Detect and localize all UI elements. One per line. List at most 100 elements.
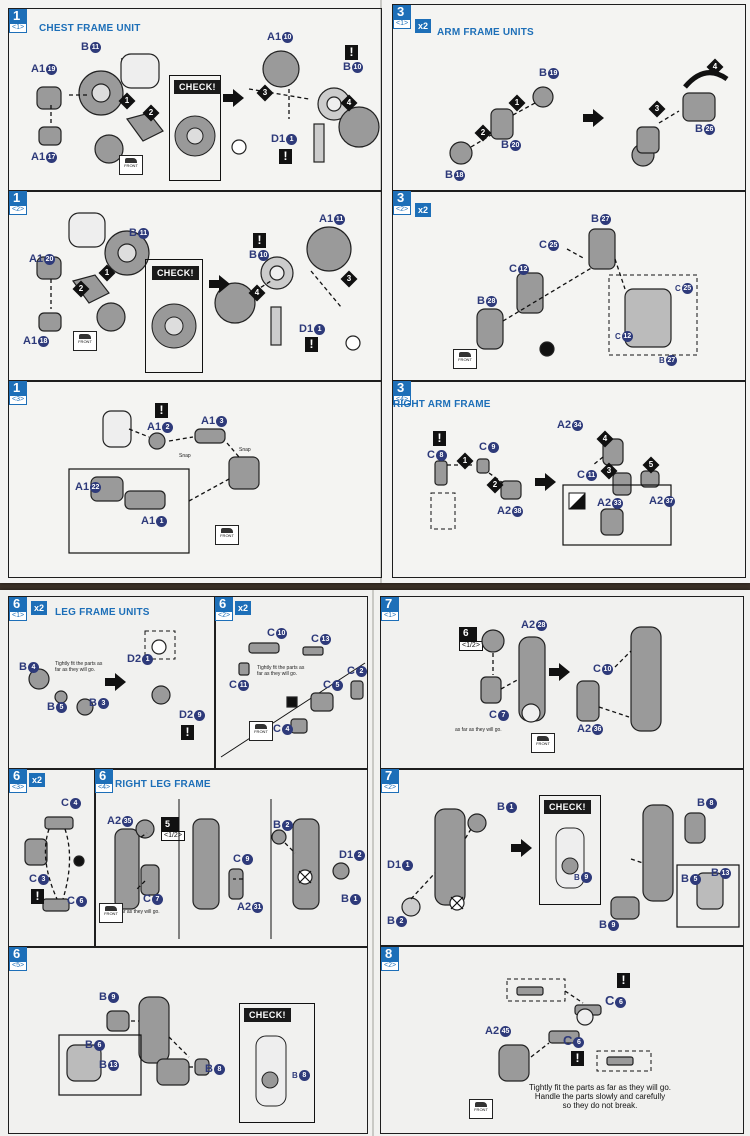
exclamation-icon: ! xyxy=(279,149,292,164)
step-number: 6 xyxy=(215,597,233,611)
parts-illustration xyxy=(449,70,729,167)
tip-text: Tightly fit the parts as far as they wil… xyxy=(257,665,305,677)
step-marker-2: 2 xyxy=(474,124,492,142)
exclamation-icon: ! xyxy=(305,337,318,352)
step-number: 6 xyxy=(95,769,113,783)
chest-assembled-illustration xyxy=(151,303,197,349)
step-marker-1: 1 xyxy=(456,452,474,470)
step-number: 3 xyxy=(393,191,411,205)
step-marker-2: 2 xyxy=(72,280,90,298)
step-sub: <2> xyxy=(381,961,400,971)
check-box: CHECK! xyxy=(145,259,203,373)
step-arrow-icon xyxy=(535,473,556,491)
chest-assembled-illustration xyxy=(174,115,216,157)
step-sub: <1> xyxy=(381,611,400,621)
step-arrow-icon xyxy=(105,673,126,691)
parts-illustration xyxy=(28,630,176,716)
step-badge: 3 <4> xyxy=(393,381,412,405)
leg-assembled-illustration xyxy=(555,827,585,889)
step-marker-5: 5 xyxy=(642,456,660,474)
front-shoe-icon: FRONT xyxy=(215,525,239,545)
x2-badge-icon: x2 xyxy=(29,773,46,787)
check-box: CHECK! xyxy=(169,75,221,181)
exclamation-icon: ! xyxy=(253,233,266,248)
snap-note: Snap xyxy=(239,447,251,453)
step-marker-4: 4 xyxy=(596,430,614,448)
front-shoe-icon: FRONT xyxy=(73,331,97,351)
exclamation-icon: ! xyxy=(31,889,44,904)
step-sub: <4> xyxy=(393,395,412,405)
instruction-sheet-top: 1 <1> CHEST FRAME UNIT CHECK! xyxy=(0,0,750,583)
parts-illustration xyxy=(476,228,698,357)
step-sub: <4> xyxy=(95,783,114,793)
step-marker-1: 1 xyxy=(98,264,116,282)
step-reference: 6 <1/2> xyxy=(459,627,483,651)
step-number: 3 xyxy=(393,381,411,395)
exclamation-icon: ! xyxy=(181,725,194,740)
x2-badge-icon: x2 xyxy=(235,601,252,615)
step-sub: <2> xyxy=(9,205,28,215)
parts-illustration xyxy=(58,996,210,1096)
step-badge: 6 <2> xyxy=(215,597,234,621)
step-number: 3 xyxy=(393,5,411,19)
panel-chest-frame-1: 1 <1> CHEST FRAME UNIT CHECK! xyxy=(8,8,382,192)
parts-illustration xyxy=(36,50,380,164)
step-marker-2: 2 xyxy=(142,104,160,122)
check-icon: CHECK! xyxy=(244,1008,291,1022)
step-marker-4: 4 xyxy=(340,94,358,112)
panel-title: RIGHT ARM FRAME xyxy=(393,399,491,410)
step-marker-1: 1 xyxy=(118,92,136,110)
step-badge: 6 <1> xyxy=(9,597,28,621)
step-number: 8 xyxy=(381,947,399,961)
parts-illustration xyxy=(430,438,672,546)
parts-illustration xyxy=(36,212,361,351)
panel-title: RIGHT LEG FRAME xyxy=(115,779,211,790)
parts-illustration xyxy=(68,410,260,554)
step-marker-1: 1 xyxy=(508,94,526,112)
step-arrow-icon xyxy=(583,109,604,127)
tip-text: Tightly fit the parts as far as they wil… xyxy=(55,661,103,673)
tip-text: as far as they will go. xyxy=(113,909,160,915)
front-shoe-icon: FRONT xyxy=(453,349,477,369)
step-reference: 5 <1/2> xyxy=(161,817,185,841)
step-sub: <2> xyxy=(393,205,412,215)
step-badge: 1 <3> xyxy=(9,381,28,405)
panel-title: ARM FRAME UNITS xyxy=(437,27,534,38)
step-badge: 3 <1> xyxy=(393,5,412,29)
step-badge: 8 <2> xyxy=(381,947,400,971)
